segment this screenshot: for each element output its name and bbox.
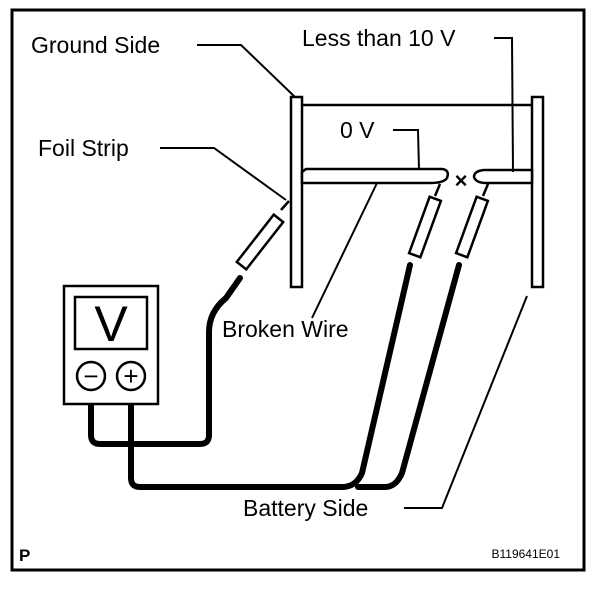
break-mark: × bbox=[455, 168, 468, 193]
figure-frame bbox=[10, 8, 586, 572]
battery-side-probe bbox=[454, 183, 490, 259]
ground-side-label: Ground Side bbox=[31, 32, 160, 58]
positive-terminal-sign: + bbox=[123, 361, 138, 391]
less-than-10v-leader bbox=[494, 37, 514, 173]
negative-terminal-sign: − bbox=[83, 361, 98, 391]
probe-tip bbox=[433, 183, 442, 197]
voltmeter-display bbox=[73, 295, 149, 351]
probe-body bbox=[454, 195, 490, 259]
heater-wire-left-segment bbox=[300, 167, 450, 185]
negative-lead-wire bbox=[88, 275, 243, 447]
less-than-10v-label: Less than 10 V bbox=[302, 25, 456, 51]
glass-frame bbox=[289, 95, 545, 289]
zero-v-label: 0 V bbox=[340, 117, 375, 143]
negative-terminal-icon bbox=[75, 360, 107, 392]
leader-lines bbox=[160, 37, 528, 509]
battery-side-leader bbox=[404, 295, 528, 509]
broken-wire-leader bbox=[311, 182, 378, 319]
third-lead-wire bbox=[355, 262, 462, 490]
zero-v-leader bbox=[393, 129, 420, 171]
foil-strip-label: Foil Strip bbox=[38, 135, 129, 161]
voltmeter-display-v: V bbox=[94, 296, 128, 352]
corner-code: P bbox=[19, 546, 30, 565]
probe-tip bbox=[481, 183, 490, 197]
figure-id: B119641E01 bbox=[491, 547, 560, 561]
ground-side-probe bbox=[235, 200, 290, 272]
test-leads bbox=[88, 262, 462, 490]
ground-side-busbar bbox=[289, 95, 304, 289]
positive-terminal-icon bbox=[115, 360, 147, 392]
battery-side-label: Battery Side bbox=[243, 495, 368, 521]
broken-wire-label: Broken Wire bbox=[222, 316, 349, 342]
battery-side-busbar bbox=[530, 95, 545, 289]
ground-side-leader bbox=[197, 44, 296, 98]
positive-lead-wire bbox=[128, 262, 413, 490]
probe-body bbox=[235, 212, 285, 272]
foil-strip-leader bbox=[160, 147, 287, 201]
probe-body bbox=[407, 195, 443, 259]
zero-v-probe bbox=[407, 183, 443, 259]
heater-wire-right-segment bbox=[472, 168, 534, 185]
voltmeter: V − + bbox=[62, 284, 160, 406]
probe-tip bbox=[280, 200, 290, 211]
